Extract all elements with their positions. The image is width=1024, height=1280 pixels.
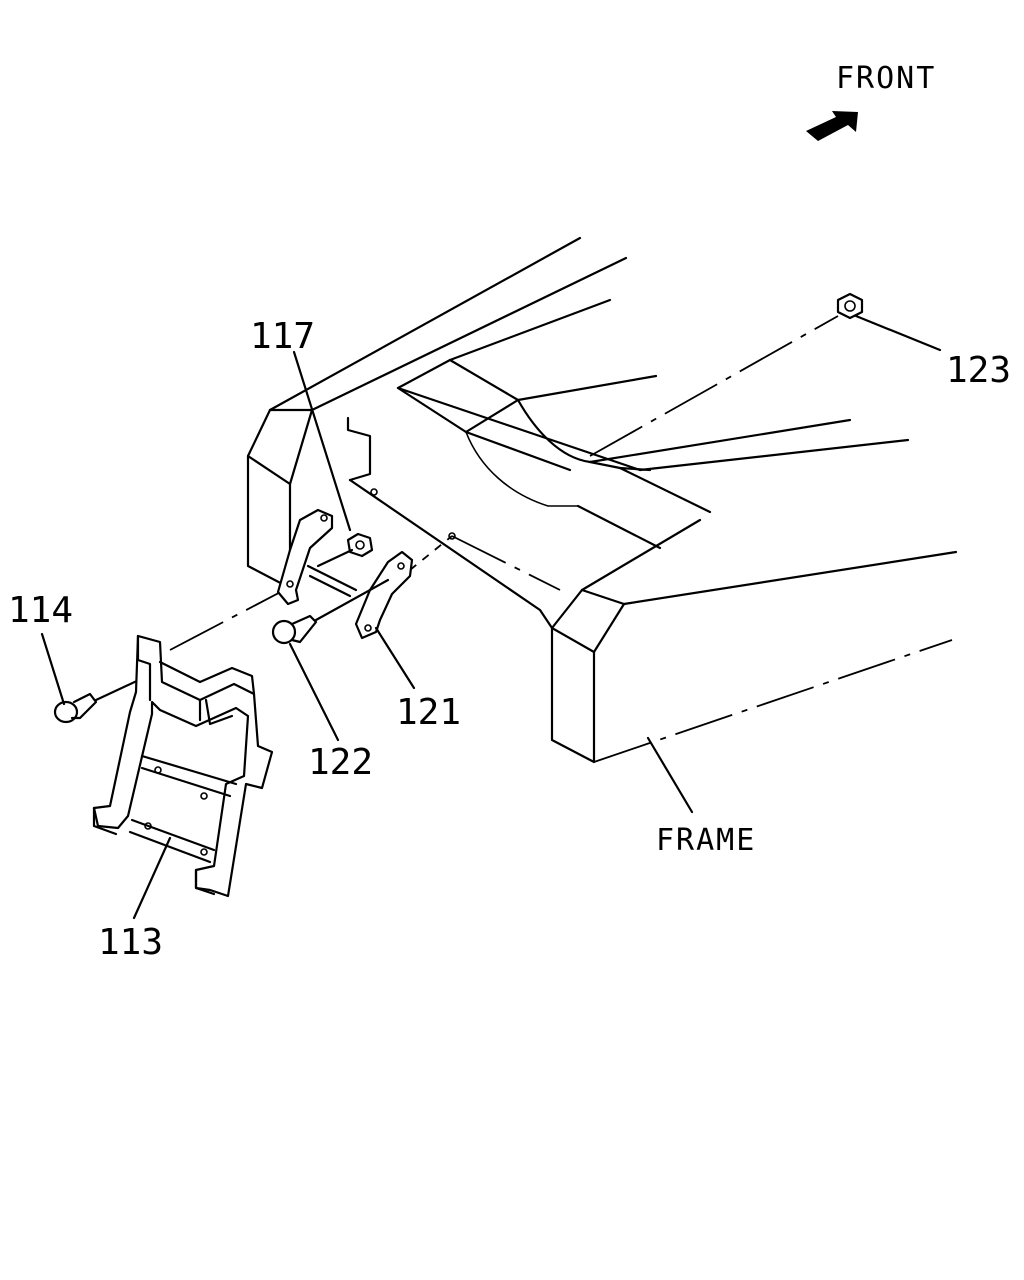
callout-122: 122 bbox=[308, 742, 373, 783]
frame-hole-right bbox=[448, 532, 456, 540]
frame-hole bbox=[370, 488, 378, 496]
frame-label: FRAME bbox=[656, 823, 756, 858]
frame-rail-left bbox=[246, 236, 628, 590]
callout-117: 117 bbox=[250, 316, 315, 357]
centerline-123 bbox=[589, 315, 839, 457]
callout-114: 114 bbox=[8, 590, 73, 631]
part-123-nut bbox=[836, 292, 864, 320]
part-122-bolt bbox=[271, 578, 390, 645]
arrow-icon bbox=[806, 111, 858, 141]
centerline-114 bbox=[169, 585, 293, 651]
centerline-121 bbox=[409, 535, 453, 571]
leader-123 bbox=[854, 314, 942, 352]
front-indicator: FRONT bbox=[806, 61, 936, 141]
part-121-bracket bbox=[354, 550, 414, 640]
part-114-bolt bbox=[53, 670, 158, 724]
leader-122 bbox=[288, 642, 340, 742]
leader-113 bbox=[132, 836, 172, 920]
part-117-bracket bbox=[276, 508, 358, 606]
front-label: FRONT bbox=[836, 61, 936, 96]
leader-frame bbox=[646, 736, 694, 814]
part-113-bracket bbox=[92, 634, 274, 898]
part-117-nut bbox=[316, 532, 374, 568]
callout-113: 113 bbox=[98, 922, 163, 963]
frame-rail-right bbox=[348, 478, 958, 764]
cross-member bbox=[396, 298, 910, 550]
callout-123: 123 bbox=[946, 350, 1011, 391]
leader-121 bbox=[374, 626, 416, 690]
leader-114 bbox=[40, 632, 66, 706]
callout-121: 121 bbox=[396, 692, 461, 733]
centerline-frame bbox=[451, 535, 561, 591]
leader-117 bbox=[292, 350, 352, 532]
